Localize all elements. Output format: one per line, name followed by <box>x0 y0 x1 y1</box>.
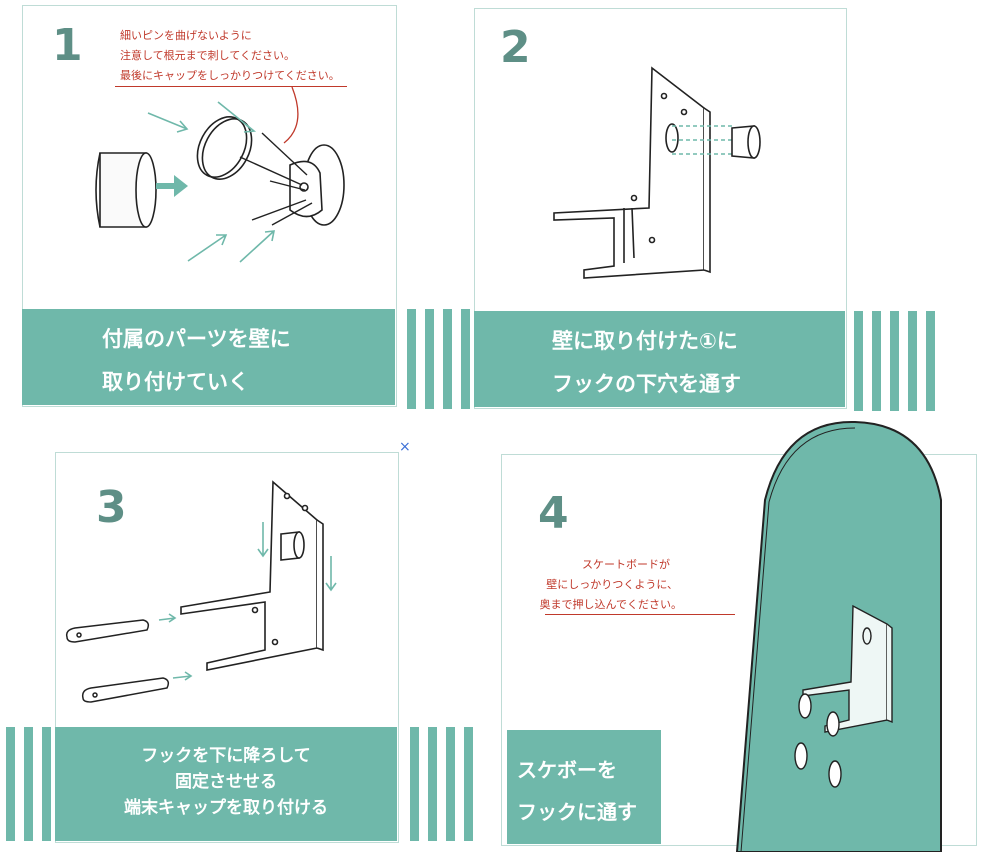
step-4-note-line: 奥まで押し込んでください。 <box>539 598 682 611</box>
step-4-note-underline <box>545 614 735 615</box>
cap-cylinder-illustration <box>731 125 761 159</box>
stripe-divider-3-left <box>6 727 51 841</box>
step-3-caption: フックを下に降ろして 固定させせる 端末キャップを取り付ける <box>55 727 397 841</box>
step-4-note: スケートボードが 壁にしっかりつくように、 奥まで押し込んでください。 <box>0 555 682 615</box>
step-2-caption: 壁に取り付けた①に フックの下穴を通す <box>474 311 845 407</box>
stripe-divider-3-right <box>410 727 473 841</box>
step-4-note-line: 壁にしっかりつくように、 <box>546 578 678 591</box>
pins-illustration <box>239 132 313 226</box>
hook-bracket-illustration <box>180 480 324 671</box>
step-4-number: 4 <box>538 488 569 539</box>
cap-cylinder-illustration <box>280 531 305 561</box>
guide-arrows-icon <box>147 101 275 263</box>
down-arrows-icon <box>257 522 337 592</box>
step-3-number: 3 <box>96 482 127 533</box>
step-1-caption-line: 付属のパーツを壁に <box>102 327 291 351</box>
step-2-caption-line: 壁に取り付けた①に <box>552 329 738 353</box>
step-2-number: 2 <box>500 22 531 73</box>
step-1-caption: 付属のパーツを壁に 取り付けていく <box>22 309 395 405</box>
step-2-caption-line: フックの下穴を通す <box>552 372 741 396</box>
truck-holes-illustration <box>794 693 842 788</box>
step-3-caption-line: フックを下に降ろして <box>141 746 311 766</box>
close-icon[interactable]: × <box>399 439 411 455</box>
step-3-illustration <box>65 480 337 703</box>
hook-bracket-illustration <box>553 66 711 279</box>
step-3-caption-line: 端末キャップを取り付ける <box>124 798 328 818</box>
step-4-caption-line: スケボーを <box>517 758 617 782</box>
step-1-illustration <box>95 86 345 263</box>
skateboard-illustration <box>735 420 942 852</box>
note-leader-line <box>283 86 299 144</box>
wall-base-illustration <box>289 144 345 226</box>
stripe-divider-2 <box>854 311 935 411</box>
step-1-note-line: 最後にキャップをしっかりつけてください。 <box>120 69 340 82</box>
step-1-note-line: 注意して根元まで刺してください。 <box>120 49 296 62</box>
step-1-note-underline <box>115 86 347 87</box>
dashed-guides <box>672 125 734 155</box>
step-1-number: 1 <box>52 20 83 71</box>
step-4-caption-line: フックに通す <box>517 800 637 824</box>
step-1-caption-line: 取り付けていく <box>102 370 249 394</box>
step-1-note: 細いピンを曲げないように 注意して根元まで刺してください。 最後にキャップをしっ… <box>120 26 340 86</box>
end-caps-illustration <box>65 619 170 703</box>
guide-arrows-icon <box>158 613 193 681</box>
disc-illustration <box>196 116 253 180</box>
step-4-note-line: スケートボードが <box>582 558 670 571</box>
arrow-right-icon <box>156 175 188 197</box>
step-2-illustration <box>553 66 761 279</box>
step-1-note-line: 細いピンを曲げないように <box>120 29 252 42</box>
stripe-divider-1 <box>407 309 479 409</box>
step-4-caption: スケボーを フックに通す <box>507 730 661 844</box>
hook-bracket-illustration <box>802 604 893 733</box>
cap-cylinder-illustration <box>95 152 157 228</box>
step-3-caption-line: 固定させせる <box>175 772 277 792</box>
